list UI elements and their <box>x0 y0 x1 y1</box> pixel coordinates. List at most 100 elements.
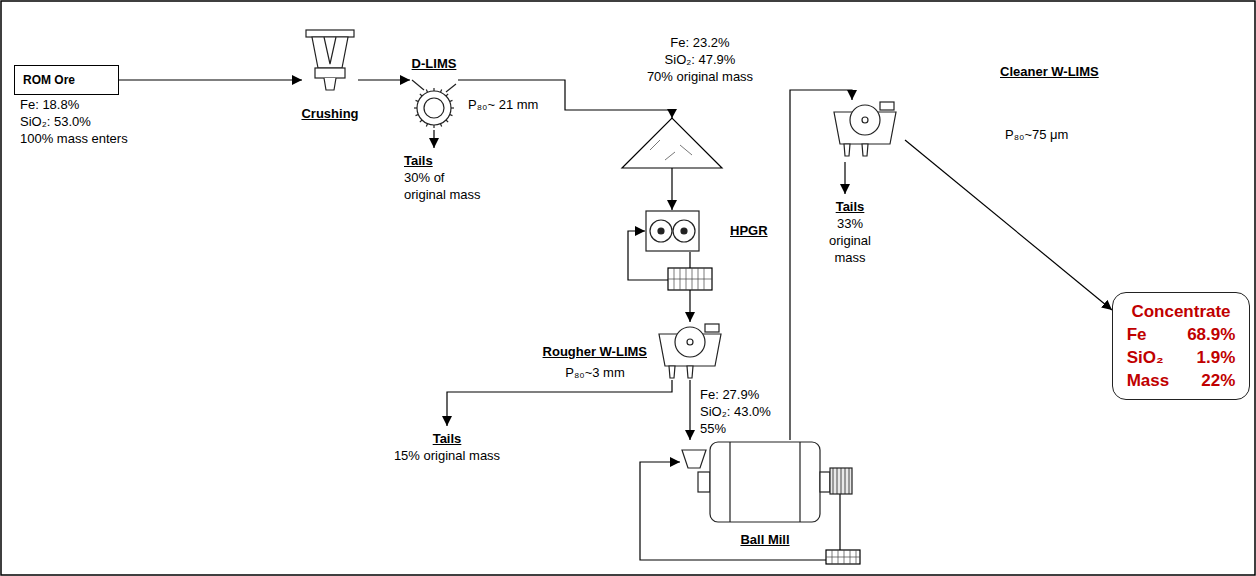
stockpile <box>622 109 722 168</box>
flow-arrow <box>905 140 1112 310</box>
mill-screen <box>826 550 860 564</box>
spout <box>862 144 868 156</box>
spout <box>687 366 693 378</box>
assay-label: Fe: 23.2% <box>670 34 729 51</box>
wlims-icon <box>659 324 721 378</box>
wlims-icon <box>834 102 896 156</box>
crusher-body <box>312 37 348 68</box>
result-value: Mass <box>1127 370 1170 391</box>
result-value: 68.9% <box>1187 324 1235 345</box>
crusher-unit: Crushing <box>302 30 358 92</box>
dry-magnetic-separator: D-LIMS <box>410 78 458 130</box>
roll <box>673 220 695 242</box>
node-title: ROM Ore <box>23 73 75 87</box>
drum <box>850 105 880 135</box>
feed-box: ROM Ore <box>14 65 119 95</box>
assay-label: SiO₂: 47.9% <box>665 51 736 68</box>
feed-trunnion <box>698 472 710 492</box>
tails-label: Tails <box>836 198 865 215</box>
feed-box <box>880 102 894 110</box>
cleaner-tails-arrow <box>844 162 845 194</box>
mass-label: 30% of original mass <box>404 169 484 203</box>
drum <box>417 91 451 125</box>
stockpile-shape <box>622 118 722 168</box>
result-value: 1.9% <box>1187 347 1235 368</box>
equipment-outline <box>830 100 905 162</box>
discharge-trunnion <box>820 472 830 492</box>
stockpile-texture <box>650 140 692 160</box>
shell-band <box>730 442 800 522</box>
ball-mill-unit: Ball Mill <box>680 440 855 525</box>
equipment-label: Crushing <box>301 106 358 122</box>
feed-chute <box>412 80 456 92</box>
equipment-outline <box>655 322 725 380</box>
equipment-outline <box>410 78 458 130</box>
trommel-mesh <box>841 468 842 494</box>
assay-label: Fe: 18.8% <box>20 96 79 113</box>
dlims-icon <box>412 80 456 128</box>
equipment-label: Rougher W-LIMS <box>543 344 647 360</box>
mass-label: 100% mass enters <box>20 130 128 147</box>
assay-label: Fe: 27.9% <box>700 386 759 403</box>
concentrate-box: ConcentrateFe 68.9% SiO₂ 1.9% Mass 22% <box>1112 292 1250 400</box>
drum-axle <box>687 339 693 345</box>
equipment-outline <box>302 30 358 92</box>
screen-mesh <box>668 268 712 290</box>
result-value: 22% <box>1187 370 1235 391</box>
hpgr-frame <box>646 211 699 251</box>
mass-label: 55% <box>700 420 726 437</box>
screen-deck <box>668 268 712 290</box>
result-value: Fe <box>1127 324 1170 345</box>
trommel-discharge-line <box>839 494 840 550</box>
feed-box <box>705 324 719 332</box>
flow-arrow <box>689 380 690 440</box>
equipment-label: Ball Mill <box>740 532 789 548</box>
assay-label: SiO₂: 53.0% <box>20 113 91 130</box>
equipment-outline <box>645 210 700 252</box>
trommel-mesh <box>837 468 838 494</box>
equipment-label: D-LIMS <box>412 56 457 72</box>
size-label: P₈₀~75 μm <box>1005 126 1068 143</box>
equipment-label: Cleaner W-LIMS <box>1000 64 1099 80</box>
equipment-label: HPGR <box>730 223 768 239</box>
mill-icon <box>682 442 852 522</box>
roll <box>650 220 672 242</box>
trommel-mesh <box>833 468 834 494</box>
dlims-tails-arrow <box>433 130 434 148</box>
roll-axle <box>658 228 664 234</box>
trommel <box>830 468 852 494</box>
crusher-icon <box>306 30 354 90</box>
drum-core <box>424 98 444 118</box>
mass-label: 70% original mass <box>647 68 753 85</box>
result-value: SiO₂ <box>1127 347 1170 368</box>
trommel-mesh <box>845 468 846 494</box>
roll-axle <box>681 228 687 234</box>
flow-arrow <box>358 79 410 80</box>
size-label: P₈₀~ 21 mm <box>468 96 538 113</box>
hpgr-icon <box>646 211 699 251</box>
stockpile-arrowhead <box>667 109 677 118</box>
mass-label: 33% original mass <box>819 215 881 266</box>
node-title: Concentrate <box>1127 301 1236 322</box>
hpgr-unit: HPGR <box>645 210 700 252</box>
mill-shell <box>710 442 820 522</box>
tails-label: Tails <box>404 152 433 169</box>
crusher-base <box>315 68 345 78</box>
flow-arrow <box>458 80 672 210</box>
crusher-mantle <box>324 37 336 64</box>
screen-mesh <box>826 550 860 564</box>
drum-axle <box>862 117 868 123</box>
rougher-tails-line <box>447 380 672 426</box>
wet-magnetic-separator: Cleaner W-LIMS <box>830 100 905 162</box>
feed-chute <box>682 450 706 468</box>
crusher-top <box>306 30 354 37</box>
mass-label: 15% original mass <box>394 447 500 464</box>
drum <box>675 327 705 357</box>
tails-label: Tails <box>433 430 462 447</box>
screen-deck <box>826 550 860 564</box>
hpgr-screen <box>668 268 712 290</box>
